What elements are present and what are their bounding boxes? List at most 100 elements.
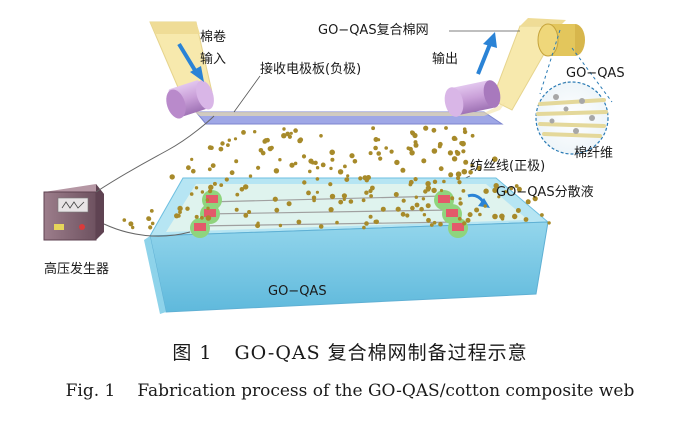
particle-dot — [432, 220, 437, 225]
particle-dot — [349, 153, 355, 159]
particle-dot — [239, 187, 245, 192]
label-cotton-roll: 棉卷 — [200, 30, 227, 45]
particle-dot — [437, 144, 442, 149]
particle-dot — [194, 214, 199, 219]
particle-dot — [380, 206, 386, 212]
particle-dot — [405, 213, 410, 218]
particle-dot — [315, 166, 320, 170]
particle-dot — [462, 129, 468, 135]
go-qas-particles — [122, 125, 551, 230]
particle-dot — [460, 140, 466, 147]
particle-dot — [233, 137, 238, 141]
web-on-plate — [184, 102, 506, 116]
particle-dot — [425, 203, 431, 209]
particle-dot — [461, 149, 466, 154]
particle-dot — [235, 192, 240, 197]
particle-dot — [342, 197, 346, 201]
particle-dot — [422, 213, 427, 217]
particle-dot — [413, 142, 419, 148]
high-voltage-generator — [43, 184, 104, 241]
particle-dot — [243, 184, 249, 190]
particle-dot — [426, 188, 431, 192]
particle-dot — [425, 181, 431, 187]
particle-dot — [447, 150, 453, 156]
particle-dot — [455, 171, 462, 177]
particle-dot — [412, 132, 418, 139]
particle-dot — [338, 199, 344, 205]
particle-dot — [282, 127, 286, 131]
particle-dot — [176, 213, 181, 218]
left-roller — [166, 80, 214, 119]
particle-dot — [319, 134, 323, 138]
particle-dot — [369, 194, 373, 198]
particle-dot — [438, 166, 444, 172]
particle-dot — [500, 217, 505, 221]
particle-dot — [302, 180, 307, 185]
particle-dot — [286, 201, 292, 207]
particle-dot — [315, 190, 319, 194]
particle-dot — [344, 177, 350, 183]
particle-dot — [470, 133, 475, 138]
particle-dot — [169, 174, 175, 180]
particle-dot — [492, 213, 498, 220]
electrospinning-diagram — [43, 18, 613, 314]
particle-dot — [409, 150, 415, 156]
particle-dot — [296, 219, 302, 225]
particle-dot — [465, 217, 471, 223]
particle-dot — [376, 151, 382, 156]
particle-dot — [413, 177, 418, 182]
caption-cn-number: 图 1 — [172, 342, 213, 364]
particle-dot — [227, 138, 231, 142]
label-go-qas-bath: GO−QAS — [268, 284, 327, 299]
particle-dot — [243, 213, 249, 218]
particle-dot — [373, 137, 379, 142]
particle-dot — [378, 156, 383, 161]
right-roller — [444, 80, 501, 117]
particle-dot — [463, 159, 469, 165]
rotation-arrow-icon — [467, 193, 490, 208]
particle-dot — [287, 134, 292, 139]
particle-dot — [320, 162, 326, 168]
particle-dot — [208, 184, 214, 190]
particle-dot — [540, 213, 544, 217]
particle-dot — [185, 206, 190, 211]
output-arrow-icon — [476, 32, 497, 75]
particle-dot — [462, 221, 467, 226]
particle-dot — [311, 160, 315, 165]
particle-dot — [178, 210, 182, 215]
particle-dot — [255, 223, 261, 229]
particle-dot — [432, 179, 438, 184]
particle-dot — [451, 156, 458, 162]
fiber-inset — [535, 81, 609, 155]
particle-dot — [492, 187, 498, 193]
particle-dot — [493, 183, 499, 189]
particle-dot — [547, 221, 551, 225]
particle-dot — [343, 164, 347, 169]
label-input: 输入 — [200, 52, 227, 67]
label-hv-generator: 高压发生器 — [44, 262, 110, 277]
particle-dot — [148, 225, 153, 230]
particle-dot — [289, 162, 295, 168]
particle-dot — [278, 223, 283, 228]
particle-dot — [329, 149, 336, 156]
particle-dot — [207, 145, 213, 150]
label-spinning-wire: 纺丝线(正极) — [470, 159, 546, 174]
particle-dot — [431, 127, 437, 133]
particle-dot — [406, 146, 411, 151]
particle-dot — [431, 148, 438, 154]
particle-dot — [358, 176, 363, 181]
particle-dot — [389, 149, 394, 154]
particle-dot — [346, 174, 350, 178]
particle-dot — [368, 214, 373, 219]
particle-dot — [438, 221, 443, 227]
particle-dot — [509, 186, 514, 191]
particle-dot — [364, 221, 369, 226]
particle-dot — [451, 135, 457, 141]
particle-dot — [421, 197, 426, 201]
particle-dot — [456, 176, 461, 181]
particle-dot — [455, 150, 461, 156]
particle-dot — [229, 170, 235, 176]
particle-dot — [429, 223, 434, 227]
